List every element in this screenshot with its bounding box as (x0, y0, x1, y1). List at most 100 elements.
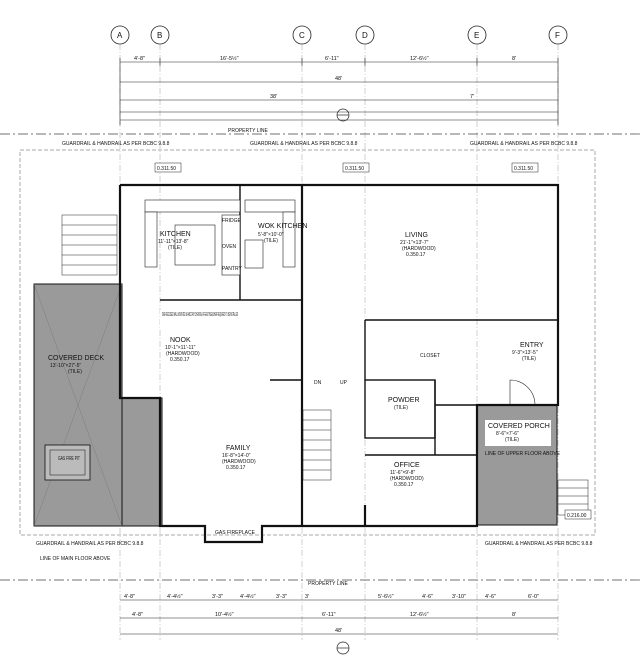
elev-right-top: 0.311.50 (514, 166, 533, 172)
grid-label-c: C (299, 31, 305, 40)
bot-dim-8: 4'-6" (422, 594, 433, 600)
room-covered-porch: COVERED PORCH 8'-6"×7'-6" (TILE) (485, 420, 551, 446)
guardrail-note-mid: GUARDRAIL & HANDRAIL AS PER BCBC 9.8.8 (250, 141, 358, 147)
top-dim-3: 6'-11" (325, 56, 339, 62)
room-name-wok: WOK KITCHEN (258, 223, 307, 230)
room-living: LIVING 21'-1"×13'-7" (HARDWOOD) 0.350.17 (400, 232, 436, 258)
room-nook: NOOK 10'-1"×11'-11" (HARDWOOD) 0.350.17 (165, 337, 200, 363)
room-dims-office: 11'-6"×9'-8" (390, 470, 415, 476)
room-floor-office: (HARDWOOD) (390, 476, 424, 482)
elev-mid-top: 0.311.50 (345, 166, 364, 172)
main-floor-note: LINE OF MAIN FLOOR ABOVE (40, 556, 111, 562)
guardrail-note-bottom-left: GUARDRAIL & HANDRAIL AS PER BCBC 9.8.8 (36, 541, 144, 547)
property-line-bottom: PROPERTY LINE (308, 581, 348, 587)
kitchen-counters (144, 199, 296, 276)
bot-dim-r2-3: 6'-11" (322, 612, 336, 618)
top-dim-2: 16'-5½" (220, 55, 239, 62)
grid-label-e: E (474, 31, 479, 40)
room-dims-deck: 13'-10"×27'-5" (50, 363, 81, 369)
upper-floor-note: LINE OF UPPER FLOOR ABOVE (485, 451, 561, 457)
bot-dim-2: 4'-4½" (167, 593, 183, 600)
bottom-dimension-text: 4'-8" 4'-4½" 3'-3" 4'-4½" 3'-3" 3' 5'-6½… (124, 593, 539, 634)
fire-pit-box (44, 444, 91, 481)
fridge-label: FRIDGE (222, 218, 242, 224)
room-dims-kitchen: 11'-11"×13'-8" (158, 239, 189, 245)
room-entry: ENTRY 9'-3"×13'-5" (TILE) (512, 342, 544, 362)
bot-dim-9: 3'-10" (452, 594, 466, 600)
elevation-tags (154, 162, 592, 520)
room-powder: POWDER (TILE) (388, 397, 420, 411)
top-dimension-lines (119, 58, 559, 125)
grid-label-b: B (157, 31, 162, 40)
room-floor-deck: (TILE) (68, 369, 82, 375)
top-dim-row3-1: 38' (270, 94, 277, 100)
bot-dim-6: 3' (305, 594, 309, 600)
deck-diagonal-2 (33, 283, 123, 527)
bot-dim-overall: 48' (335, 628, 342, 634)
fire-pit-inner (49, 449, 86, 476)
elev-left-top: 0.311.50 (157, 166, 176, 172)
room-tag-nook: 0.350.17 (170, 357, 190, 363)
room-dims-wok: 5'-8"×10'-0" (258, 232, 284, 238)
center-stairs (302, 409, 332, 481)
grid-label-d: D (362, 31, 368, 40)
bot-dim-10: 4'-6" (485, 594, 496, 600)
room-floor-living: (HARDWOOD) (402, 246, 436, 252)
bottom-dimension-lines (120, 599, 558, 635)
bot-dim-1: 4'-8" (124, 594, 135, 600)
room-family: FAMILY 16'-8"×14'-0" (HARDWOOD) 0.350.17 (222, 445, 256, 471)
bot-dim-r2-5: 8' (512, 612, 516, 618)
room-name-office: OFFICE (394, 462, 420, 469)
room-floor-porch: (TILE) (505, 437, 519, 443)
room-name-kitchen: KITCHEN (160, 231, 191, 238)
left-stairs (61, 214, 118, 276)
section-marker-bottom (336, 641, 350, 655)
top-dim-1: 4'-8" (134, 56, 145, 62)
grid-label-a: A (117, 31, 123, 40)
room-dims-porch: 8'-6"×7'-6" (496, 431, 519, 437)
room-name-entry: ENTRY (520, 342, 544, 349)
stair-up-label: UP (340, 380, 348, 386)
room-name-nook: NOOK (170, 337, 191, 344)
room-kitchen: KITCHEN 11'-11"×13'-8" (TILE) (158, 231, 191, 251)
room-floor-powder: (TILE) (394, 405, 408, 411)
entry-door-swing (509, 379, 536, 406)
room-name-family: FAMILY (226, 445, 251, 452)
room-floor-family: (HARDWOOD) (222, 459, 256, 465)
bot-dim-7: 5'-6½" (378, 593, 394, 600)
room-dims-living: 21'-1"×13'-7" (400, 240, 429, 246)
room-floor-nook: (HARDWOOD) (166, 351, 200, 357)
guardrail-note-bottom-right: GUARDRAIL & HANDRAIL AS PER BCBC 9.8.8 (485, 541, 593, 547)
room-floor-entry: (TILE) (522, 356, 536, 362)
room-name-powder: POWDER (388, 397, 420, 404)
room-name-porch: COVERED PORCH (488, 423, 550, 430)
pantry-label: PANTRY (222, 266, 242, 272)
room-floor-kitchen: (TILE) (168, 245, 182, 251)
deck-inner-area (121, 397, 163, 527)
room-tag-office: 0.350.17 (394, 482, 414, 488)
bot-dim-11: 6'-0" (528, 594, 539, 600)
room-dims-nook: 10'-1"×11'-11" (165, 345, 196, 351)
room-office: OFFICE 11'-6"×9'-8" (HARDWOOD) 0.350.17 (390, 462, 424, 488)
fire-ext-note-bg (160, 310, 240, 328)
room-wok-kitchen: WOK KITCHEN 5'-8"×10'-0" (TILE) (258, 223, 307, 244)
room-covered-deck: COVERED DECK 13'-10"×27'-5" (TILE) (48, 355, 104, 375)
top-dim-4: 12'-6½" (410, 55, 429, 62)
top-dim-row3-2: 7' (470, 94, 474, 100)
closet-label: CLOSET (420, 353, 440, 359)
room-floor-wok: (TILE) (264, 238, 278, 244)
room-dims-entry: 9'-3"×13'-5" (512, 350, 538, 356)
oven-label: OVEN (222, 244, 237, 250)
room-name-deck: COVERED DECK (48, 355, 104, 362)
porch-stairs (557, 479, 589, 516)
top-dim-5: 8' (512, 56, 516, 62)
fire-ext-note: ONE RECESSED WALL MOUNTED 5A ABC DRY CHE… (162, 312, 238, 318)
elev-right-bottom: 0.216.00 (567, 513, 587, 519)
stair-down-label: DN (314, 380, 322, 386)
top-dimension-text: 4'-8" 16'-5½" 6'-11" 12'-6½" 8' 48' 38' … (134, 55, 516, 100)
fireplace-label: GAS FIREPLACE (215, 530, 256, 536)
grid-label-f: F (555, 31, 560, 40)
bot-dim-3: 3'-3" (212, 594, 223, 600)
grid-labels: A B C D E F (117, 31, 560, 40)
